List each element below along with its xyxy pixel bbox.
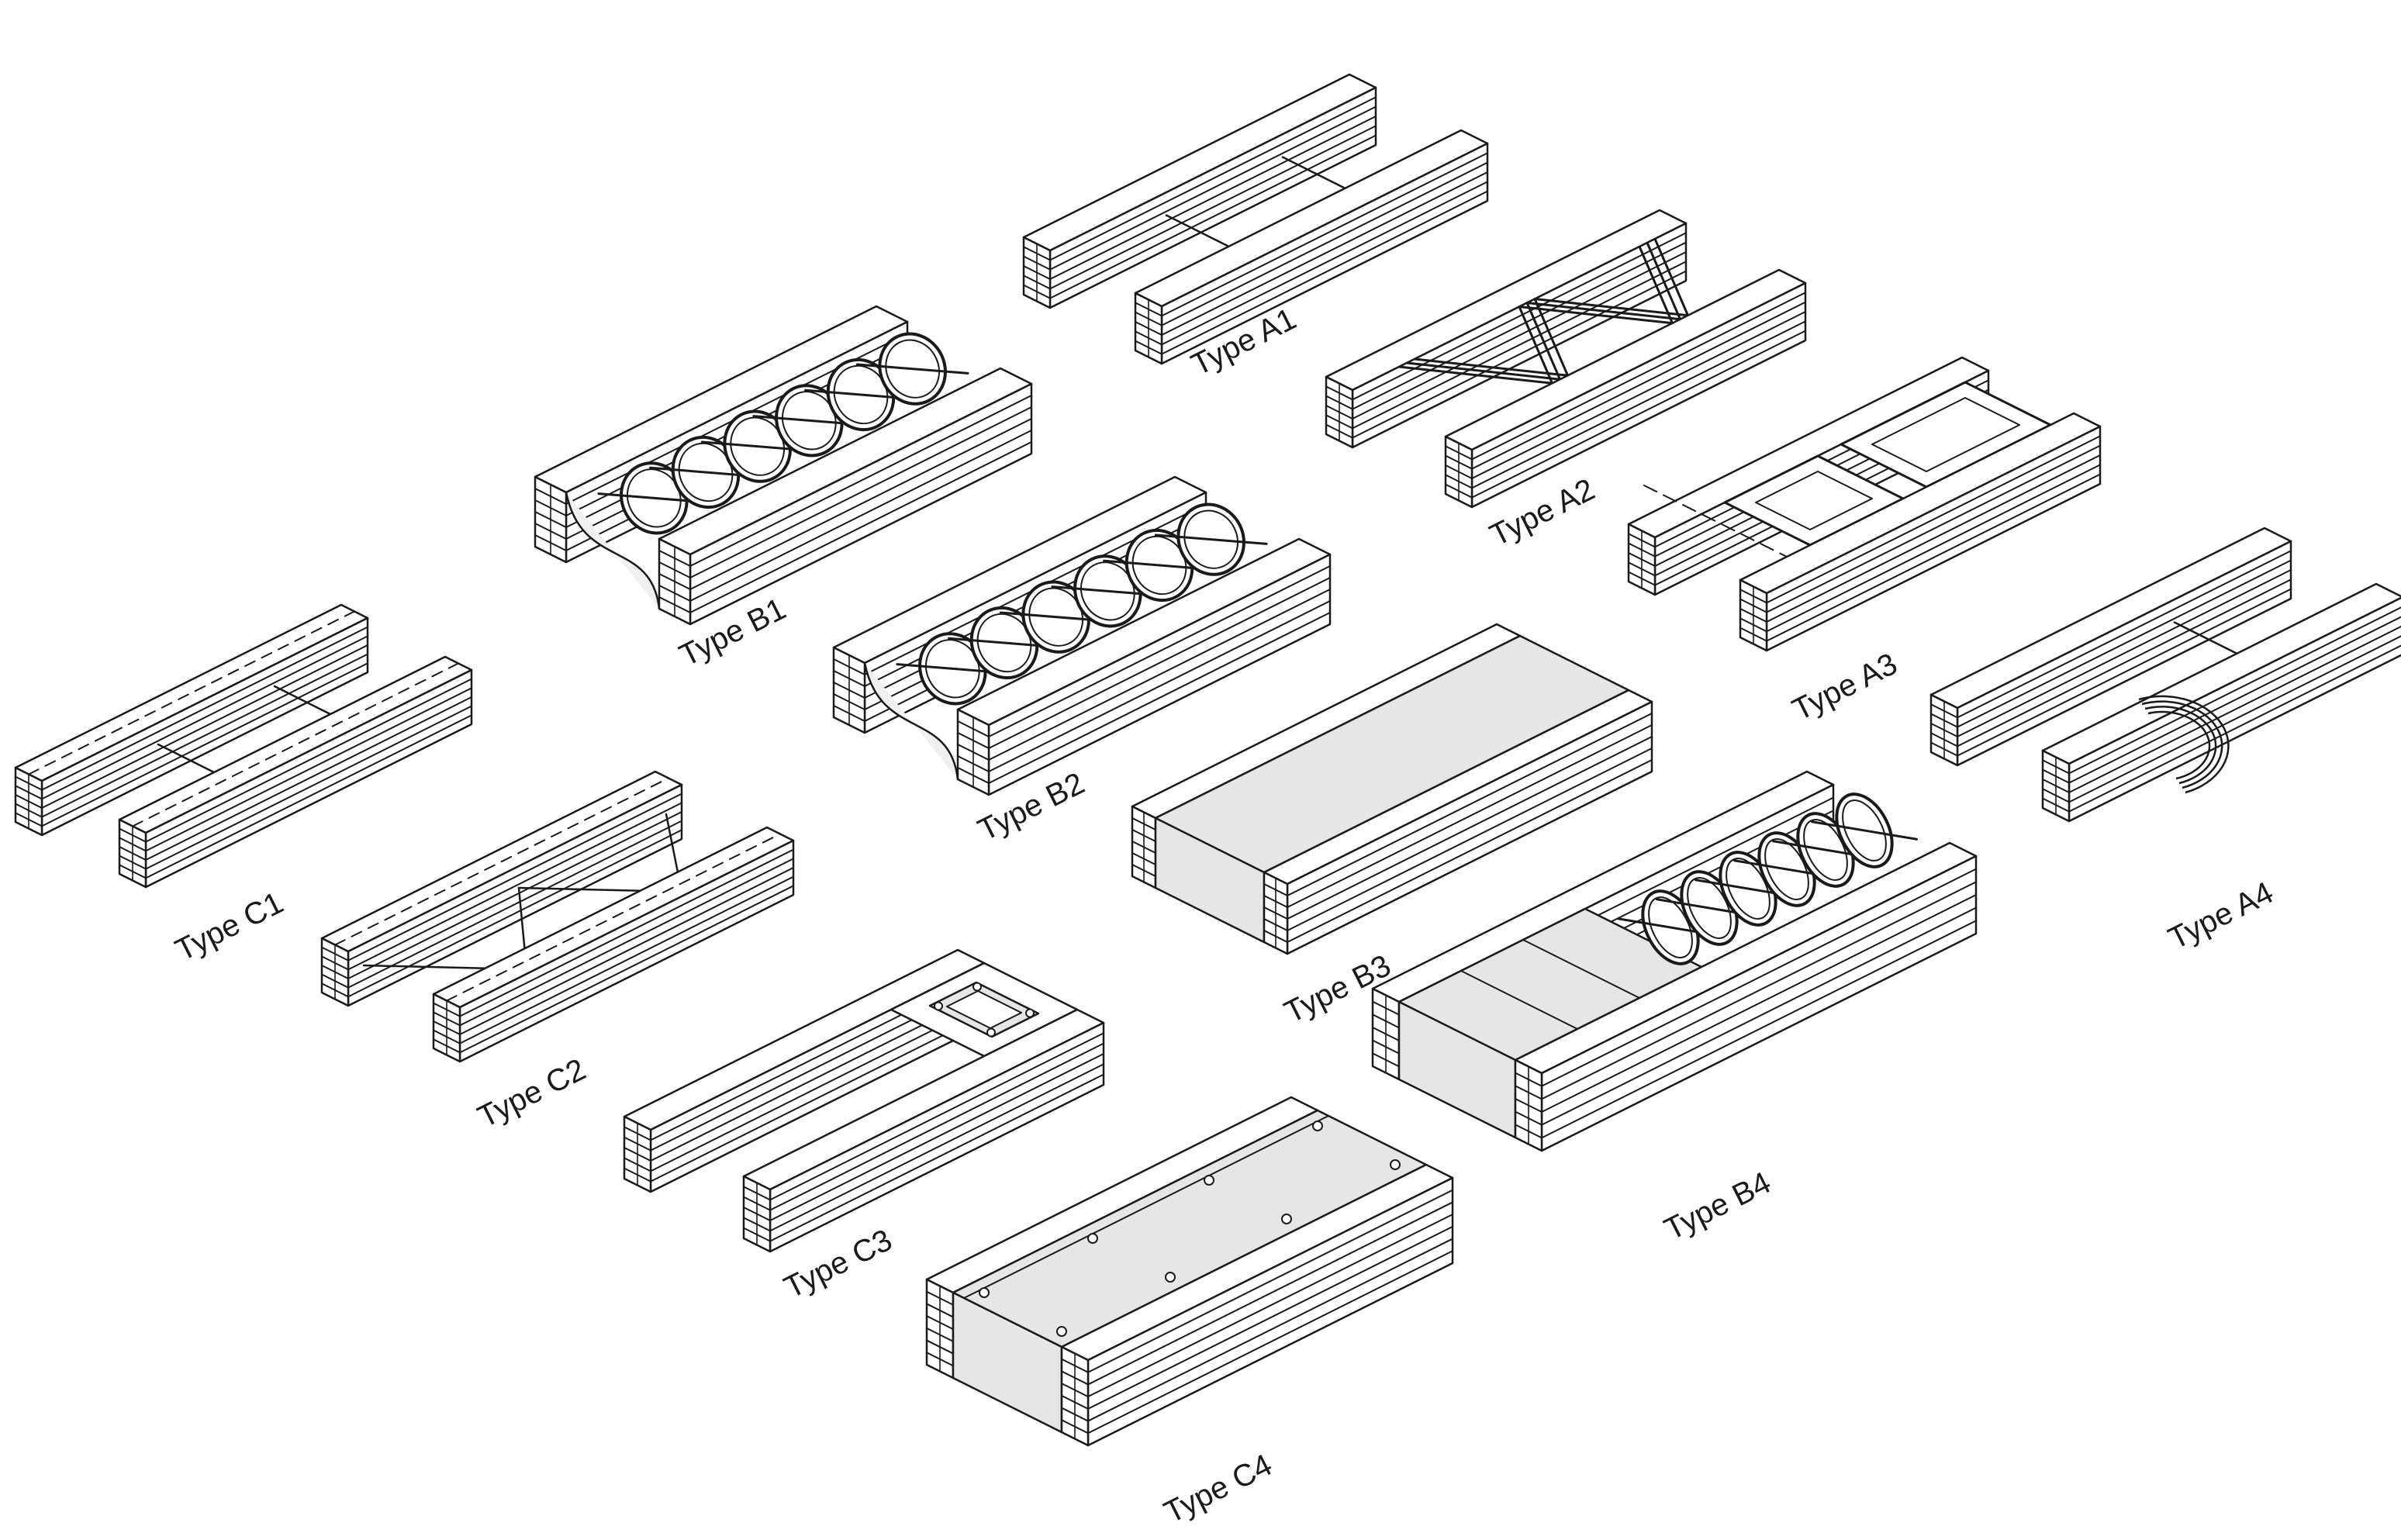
component-type-a3: [1627, 356, 2102, 652]
component-type-a4: [1929, 527, 2401, 823]
base-plate-inner: [946, 990, 1022, 1029]
bolt-hole: [1025, 1008, 1035, 1018]
component-type-b1: [534, 305, 1033, 626]
zigzag-web: [1398, 246, 1674, 385]
label-type-a3: Type A3: [1787, 647, 1902, 727]
component-type-c2: [320, 770, 795, 1063]
label-type-c4: Type C4: [1159, 1448, 1277, 1530]
label-type-c2: Type C2: [472, 1052, 591, 1134]
opening-inner: [1871, 397, 2020, 472]
bolt-hole: [972, 982, 982, 992]
insulation-end: [863, 662, 959, 780]
rounded-end: [2144, 706, 2217, 785]
bolt-hole: [934, 1001, 943, 1011]
screw: [1281, 1214, 1292, 1224]
screw: [1165, 1272, 1176, 1283]
opening-inner: [1755, 471, 1873, 530]
screw: [1087, 1233, 1098, 1244]
screw: [1390, 1159, 1401, 1170]
component-type-c3: [623, 948, 1105, 1253]
rounded-end: [2138, 695, 2230, 794]
zigzag-web: [1406, 242, 1681, 381]
insulation-end: [565, 492, 661, 609]
screw: [1056, 1326, 1067, 1337]
zigzag-web: [1414, 238, 1689, 377]
component-type-c1: [14, 603, 473, 889]
component-type-c4: [925, 1096, 1454, 1447]
label-type-c1: Type C1: [170, 886, 288, 968]
component-type-b3: [1131, 623, 1653, 955]
rounded-end: [2147, 710, 2211, 780]
screw: [979, 1287, 990, 1298]
bolt-hole: [986, 1027, 996, 1038]
screw: [1204, 1175, 1214, 1186]
label-type-b4: Type B4: [1659, 1165, 1776, 1247]
label-type-a4: Type A4: [2163, 875, 2278, 956]
component-type-a2: [1325, 209, 1807, 509]
screw: [1312, 1120, 1323, 1131]
rounded-end: [2141, 700, 2223, 789]
component-type-b2: [832, 475, 1332, 796]
component-type-b4: [1371, 770, 1978, 1152]
component-type-a1: [1022, 73, 1489, 365]
